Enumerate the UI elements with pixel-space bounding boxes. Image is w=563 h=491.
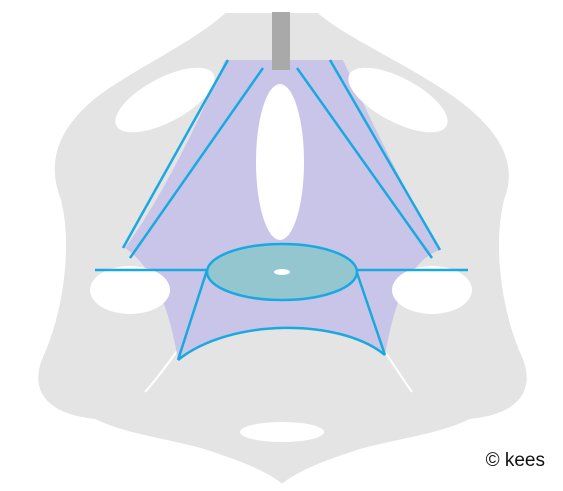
coccyx-opening [240,422,324,442]
urogenital-hiatus [256,84,304,240]
pubic-symphysis-bar [272,12,290,70]
credit-text: © kees [486,450,545,472]
lower-opening-right [392,266,472,314]
lower-opening-left [90,266,170,314]
central-disc-dot [274,269,290,275]
